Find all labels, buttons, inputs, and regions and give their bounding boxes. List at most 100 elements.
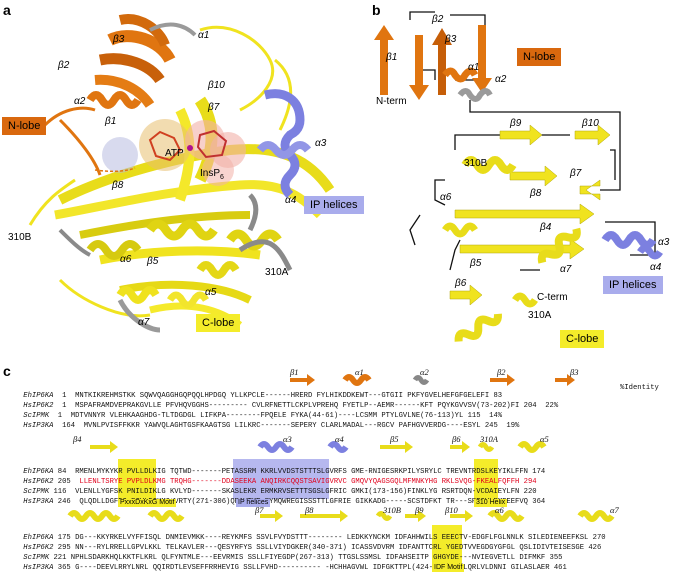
label-a5: α5 xyxy=(205,287,217,298)
panel-a-annotations: β3 α1 β2 β10 α2 β7 β1 α3 ATP InsP6 β8 α4… xyxy=(8,30,327,328)
panel-label-b: b xyxy=(372,2,381,18)
b-label-b5: β5 xyxy=(469,258,482,269)
label-310a: 310A xyxy=(265,267,289,278)
ss2-310a: 310A xyxy=(480,434,498,444)
b-label-nterm: N-term xyxy=(376,96,407,107)
b-label-b10: β10 xyxy=(581,118,599,129)
b-label-310b: 310B xyxy=(464,158,488,169)
b3-row-3: HsIP3KA 365 G----DEEVLRRYLNRL QQIRDTLEVS… xyxy=(23,564,567,572)
ss-strip-2 xyxy=(90,441,547,453)
c-lobe-strands xyxy=(449,124,611,306)
b2-row-1: HsIP6K2 205 LLENLTSRYE PVPLDLKMG TRQHG--… xyxy=(23,478,537,486)
b1-row-0: EhIP6KA 1 MNTKIKREHMSTKK SQWVQAGGHGQPQQL… xyxy=(23,392,503,400)
ss1-b2: β2 xyxy=(497,367,506,377)
ss3-a6: α6 xyxy=(495,505,504,515)
b-label-b9: β9 xyxy=(509,118,522,129)
b2-row-0: EhIP6KA 84 RMENLMYKYKR PVLLDLKIG TQTWD--… xyxy=(23,468,546,476)
b-label-a1: α1 xyxy=(468,62,479,73)
label-b5: β5 xyxy=(146,256,159,267)
b3-row-0: EhIP6KA 175 DG---KKYRKELVYFFISQL DNMIEVM… xyxy=(23,534,606,542)
ss-strip-3 xyxy=(67,510,615,522)
b-label-a4: α4 xyxy=(650,262,662,273)
ss2-b6: β6 xyxy=(452,434,461,444)
ss2-a4: α4 xyxy=(335,434,344,444)
ip-helices-highlight xyxy=(233,459,329,499)
ip-helices-topology xyxy=(601,231,663,260)
n-lobe-strands xyxy=(374,25,493,102)
b-label-a2: α2 xyxy=(495,74,507,85)
label-b2: β2 xyxy=(57,60,70,71)
grey-loops xyxy=(58,193,293,333)
ss2-a5: α5 xyxy=(540,434,549,444)
ip-helices-label-b: IP helices xyxy=(603,276,663,294)
label-atp: ATP xyxy=(165,148,184,159)
label-a3: α3 xyxy=(315,138,327,149)
ss-strip-1 xyxy=(290,374,575,386)
ss1-b3: β3 xyxy=(570,367,579,377)
c-lobe-label-a: C-lobe xyxy=(196,314,241,332)
panel-label-a: a xyxy=(3,2,11,18)
ss3-b7: β7 xyxy=(255,505,264,515)
ss3-a7: α7 xyxy=(610,505,619,515)
b2-row-2: ScIPMK 116 VLENLLYGFSK PNILDIKLG KVLYD--… xyxy=(23,488,537,496)
label-b8: β8 xyxy=(111,180,124,191)
n-lobe-ribbons xyxy=(43,14,197,176)
b3-row-1: HsIP6K2 295 NN---RYLRRELLGPVLKKL TELKAVL… xyxy=(23,544,602,552)
ss1-a2: α2 xyxy=(420,367,429,377)
ss3-b9: β9 xyxy=(415,505,424,515)
b3-row-2: ScIPMK 221 NPHLSDARKHQLKKTFLKRL QLFYNTML… xyxy=(23,554,563,562)
panel-b-annotations: β2 β3 β1 α1 α2 N-term β9 β10 310B β7 β8 … xyxy=(376,14,670,321)
label-a6: α6 xyxy=(120,254,132,265)
b-label-cterm: C-term xyxy=(537,292,568,303)
b-label-b3: β3 xyxy=(444,34,457,45)
label-a1: α1 xyxy=(198,30,209,41)
ss2-a3: α3 xyxy=(283,434,292,444)
b-label-b8: β8 xyxy=(529,188,542,199)
label-a2: α2 xyxy=(74,96,86,107)
ip-helices-tag: IP helices xyxy=(236,499,271,507)
n-lobe-label-b: N-lobe xyxy=(517,48,562,66)
b1-row-1: HsIP6K2 1 MSPAFRAMDVEPRAKGVLLE PFVHQVGGH… xyxy=(23,402,559,410)
label-a7: α7 xyxy=(138,317,150,328)
label-310b: 310B xyxy=(8,232,32,243)
c-lobe-label-b: C-lobe xyxy=(560,330,605,348)
ss1-b1: β1 xyxy=(290,367,299,377)
panel-label-c: c xyxy=(3,363,11,379)
three-ten-helix-tag: 310 Helix xyxy=(474,499,508,507)
ligand-spheres xyxy=(94,119,246,186)
b-label-b7: β7 xyxy=(569,168,582,179)
panel-b-topology: β2 β3 β1 α1 α2 N-term β9 β10 310B β7 β8 … xyxy=(374,11,670,342)
b1-row-2: ScIPMK 1 MDTVNNYR VLEHKAAGHDG-TLTDGDGL L… xyxy=(23,412,503,420)
b-label-b4: β4 xyxy=(539,222,552,233)
b-label-b1: β1 xyxy=(385,52,397,63)
b-label-a3: α3 xyxy=(658,237,670,248)
idf-motif-tag: IDF Motif xyxy=(432,564,465,572)
pxxxdxkxg-motif-tag: PxxxDxKxG Motif xyxy=(118,499,177,507)
ss1-a1: α1 xyxy=(355,367,364,377)
panel-a-structure: β3 α1 β2 β10 α2 β7 β1 α3 ATP InsP6 β8 α4… xyxy=(8,14,335,333)
identity-header: %Identity xyxy=(620,384,659,392)
label-b3: β3 xyxy=(112,34,125,45)
n-lobe-label-a: N-lobe xyxy=(2,117,47,135)
label-b10: β10 xyxy=(207,80,225,91)
ip-helices-label-a: IP helices xyxy=(304,196,364,214)
ss3-b10: β10 xyxy=(445,505,458,515)
label-a4: α4 xyxy=(285,195,297,206)
three-ten-highlight xyxy=(474,459,498,499)
ss3-310b: 310B xyxy=(383,505,401,515)
b-label-a6: α6 xyxy=(440,192,452,203)
idf-motif-highlight xyxy=(432,525,462,565)
ss3-b8: β8 xyxy=(305,505,314,515)
pxxxdxkxg-highlight xyxy=(118,459,156,499)
ss2-b4: β4 xyxy=(73,434,82,444)
b-label-b2: β2 xyxy=(431,14,444,25)
b1-row-3: HsIP3KA 164 MVNLPVISFFKKR YAWVQLAGHTGSFK… xyxy=(23,422,520,430)
ss2-b5: β5 xyxy=(390,434,399,444)
b-label-310a: 310A xyxy=(528,310,552,321)
b-label-a7: α7 xyxy=(560,264,572,275)
ip-helices-ribbons xyxy=(256,89,312,199)
label-b1: β1 xyxy=(104,116,116,127)
label-insp6: InsP6 xyxy=(200,168,224,181)
b-label-b6: β6 xyxy=(454,278,467,289)
